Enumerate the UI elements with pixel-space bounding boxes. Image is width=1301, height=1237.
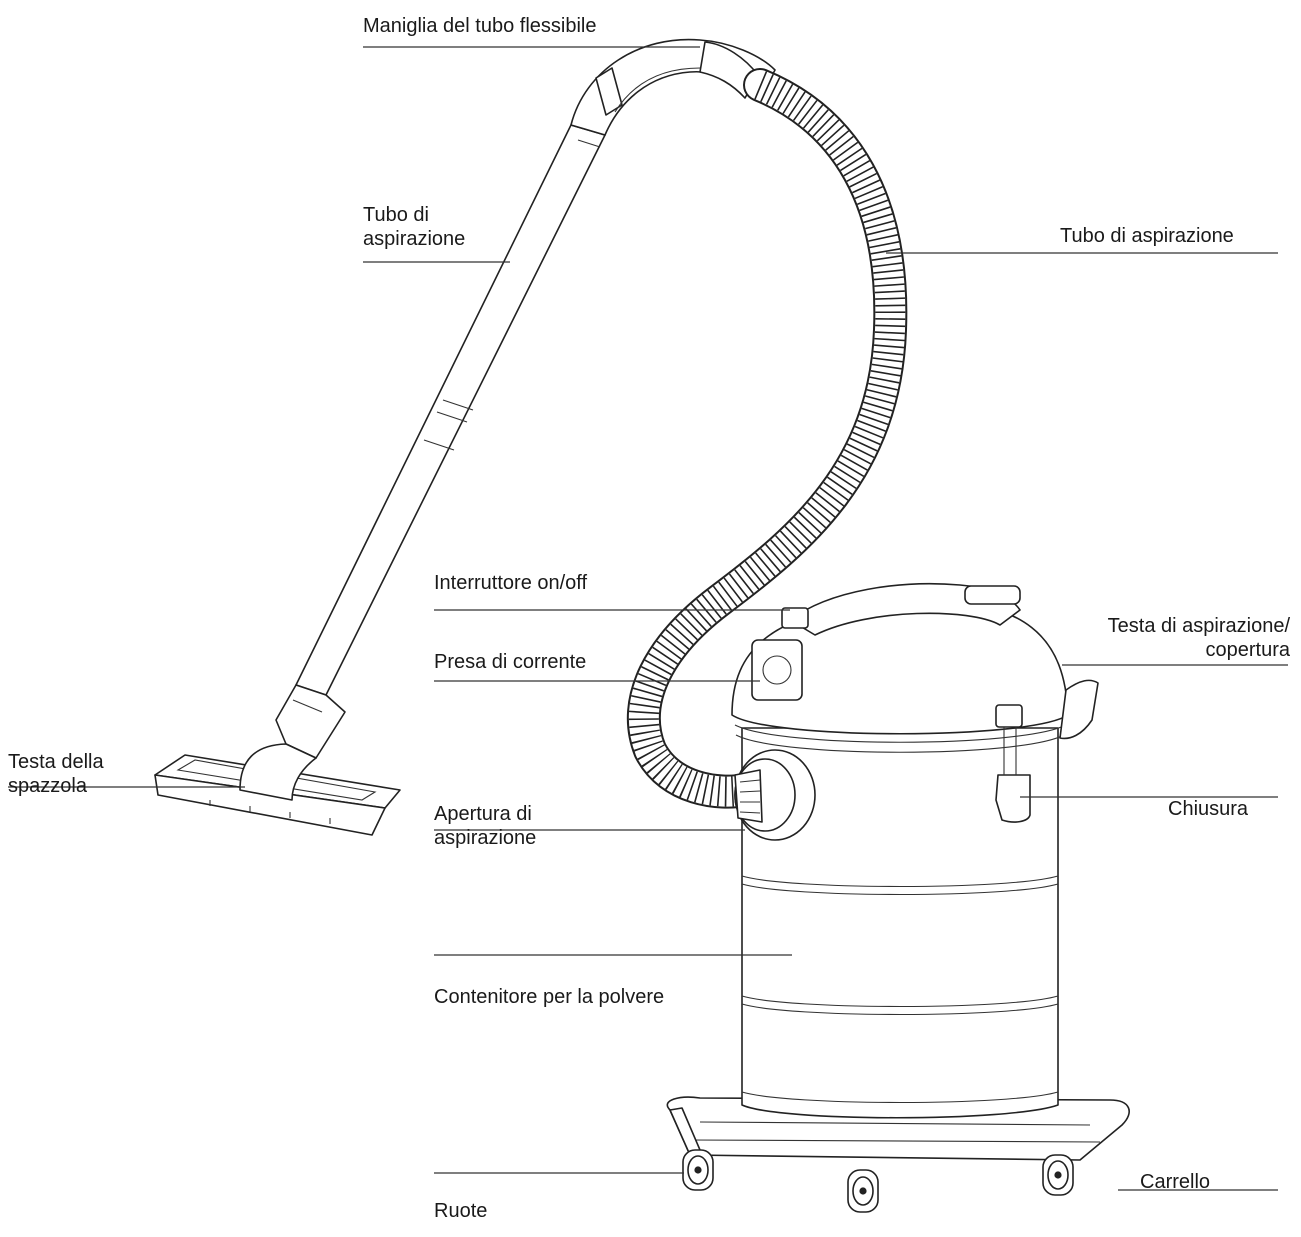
leader-lines xyxy=(8,46,1288,1191)
label-cart: Carrello xyxy=(1140,1171,1211,1193)
container-drawing xyxy=(741,727,1059,1119)
label-suction-opening-line2: aspirazione xyxy=(434,827,537,849)
latch-drawing xyxy=(995,704,1031,823)
label-switch: Interruttore on/off xyxy=(434,572,588,594)
label-latch: Chiusura xyxy=(1168,798,1249,820)
label-suction-tube-line2: aspirazione xyxy=(363,228,466,250)
suction-head-drawing xyxy=(731,582,1099,753)
hose-drawing xyxy=(626,68,908,809)
label-container: Contenitore per la polvere xyxy=(434,986,665,1008)
label-brush-head: Testa della spazzola xyxy=(8,750,104,798)
label-suction-head: Testa di aspirazione/ copertura xyxy=(1068,614,1290,662)
label-wheels: Ruote xyxy=(434,1200,488,1222)
label-hose: Tubo di aspirazione xyxy=(1060,225,1234,247)
label-suction-head-line1: Testa di aspirazione/ xyxy=(1107,615,1290,637)
label-suction-tube-line1: Tubo di xyxy=(363,204,429,226)
label-suction-opening: Apertura di aspirazione xyxy=(434,802,536,850)
label-socket: Presa di corrente xyxy=(434,651,587,673)
label-hose-handle: Maniglia del tubo flessibile xyxy=(363,15,597,37)
label-suction-head-line2: copertura xyxy=(1205,639,1291,661)
label-brush-head-line1: Testa della xyxy=(8,751,104,773)
label-brush-head-line2: spazzola xyxy=(8,775,87,797)
brush-head-drawing xyxy=(154,743,401,836)
wheels-drawing xyxy=(682,1149,1074,1213)
suction-opening-drawing xyxy=(734,749,816,841)
label-suction-tube: Tubo di aspirazione xyxy=(363,203,465,251)
label-suction-opening-line1: Apertura di xyxy=(434,803,532,825)
